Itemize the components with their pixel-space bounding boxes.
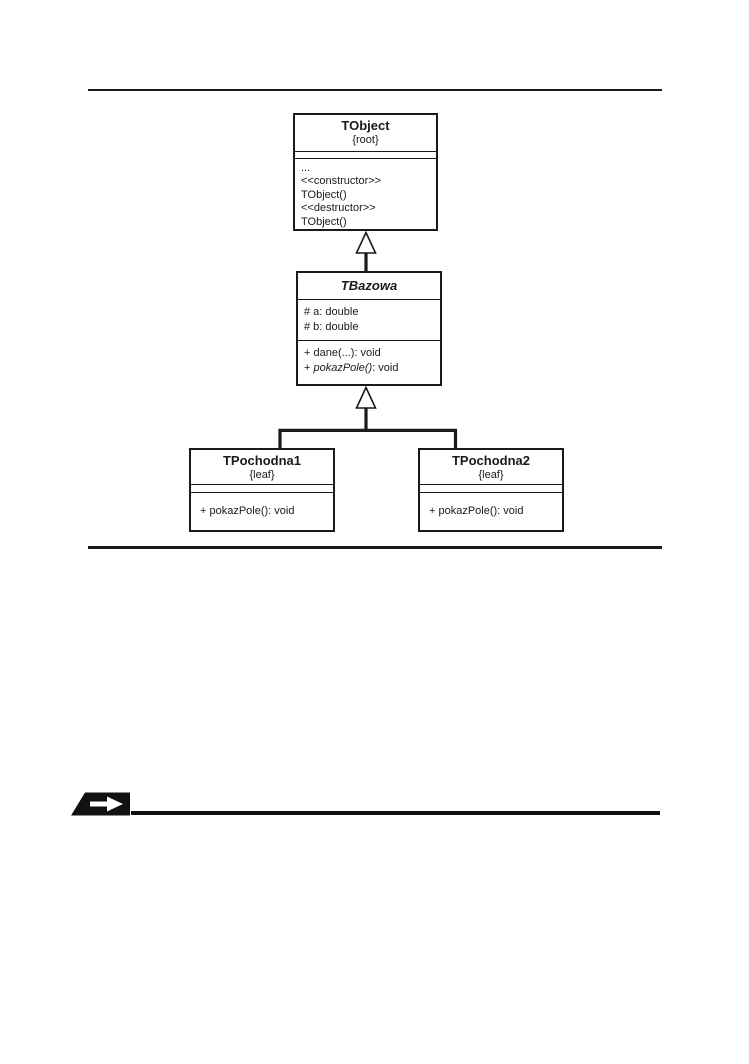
- uml-operation: + dane(...): void: [304, 347, 381, 359]
- tbazowa-operations-compartment: + dane(...): void + pokazPole(): void: [298, 340, 440, 384]
- tpochodna1-title-compartment: TPochodna1 {leaf}: [191, 450, 333, 484]
- class-name: TBazowa: [340, 278, 398, 293]
- generalization-branch-line: [278, 428, 458, 448]
- class-stereotype: {leaf}: [478, 468, 504, 481]
- right-arrow-icon: [71, 792, 130, 816]
- uml-class-tpochodna2: TPochodna2 {leaf} + pokazPole(): void: [418, 448, 564, 532]
- tobject-title-compartment: TObject {root}: [295, 115, 436, 151]
- operation-return: : void: [372, 361, 399, 374]
- generalization-arrowhead: [355, 385, 377, 409]
- uml-operation: TObject(): [301, 215, 347, 228]
- tobject-operations-compartment: ... <<constructor>> TObject() <<destruct…: [295, 157, 436, 230]
- margin-note-rule: [131, 811, 660, 815]
- uml-class-tobject: TObject {root} ... <<constructor>> TObje…: [293, 113, 438, 231]
- generalization-tpochodna-to-tbazowa: [278, 385, 458, 448]
- uml-attribute: # b: double: [304, 320, 359, 333]
- tbazowa-title-compartment: TBazowa: [298, 273, 440, 299]
- class-stereotype: {leaf}: [249, 468, 275, 481]
- uml-operation: + pokazPole(): void: [304, 361, 438, 376]
- uml-attribute: # a: double: [304, 306, 359, 318]
- operation-visibility: +: [304, 361, 314, 374]
- uml-operation: TObject(): [301, 188, 347, 201]
- arrow-icon-glyph: [90, 796, 123, 812]
- uml-operation: + pokazPole(): void: [429, 504, 524, 517]
- uml-class-tpochodna1: TPochodna1 {leaf} + pokazPole(): void: [189, 448, 335, 532]
- uml-operation: <<destructor>>: [301, 202, 376, 214]
- tpochodna2-attributes-compartment: [420, 484, 562, 492]
- class-stereotype: {root}: [352, 134, 379, 147]
- class-name: TObject: [341, 118, 390, 134]
- tpochodna2-title-compartment: TPochodna2 {leaf}: [420, 450, 562, 484]
- abstract-operation-name: pokazPole(): [313, 361, 373, 374]
- uml-operation: <<constructor>>: [301, 175, 382, 187]
- uml-operation: + pokazPole(): void: [200, 504, 295, 517]
- section-bottom-rule: [88, 546, 662, 549]
- tbazowa-attributes-compartment: # a: double # b: double: [298, 299, 440, 340]
- class-name: TPochodna1: [222, 452, 301, 468]
- uml-class-tbazowa: TBazowa # a: double # b: double + dane(.…: [296, 271, 442, 386]
- top-rule: [88, 89, 662, 91]
- generalization-tbazowa-to-tobject: [355, 230, 377, 272]
- class-name: TPochodna2: [451, 452, 530, 468]
- generalization-arrowhead: [355, 230, 377, 254]
- tpochodna2-operations-compartment: + pokazPole(): void: [420, 492, 562, 530]
- tobject-attributes-compartment: [295, 150, 436, 158]
- tpochodna1-operations-compartment: + pokazPole(): void: [191, 492, 333, 530]
- tpochodna1-attributes-compartment: [191, 484, 333, 492]
- uml-operation: ...: [301, 161, 311, 174]
